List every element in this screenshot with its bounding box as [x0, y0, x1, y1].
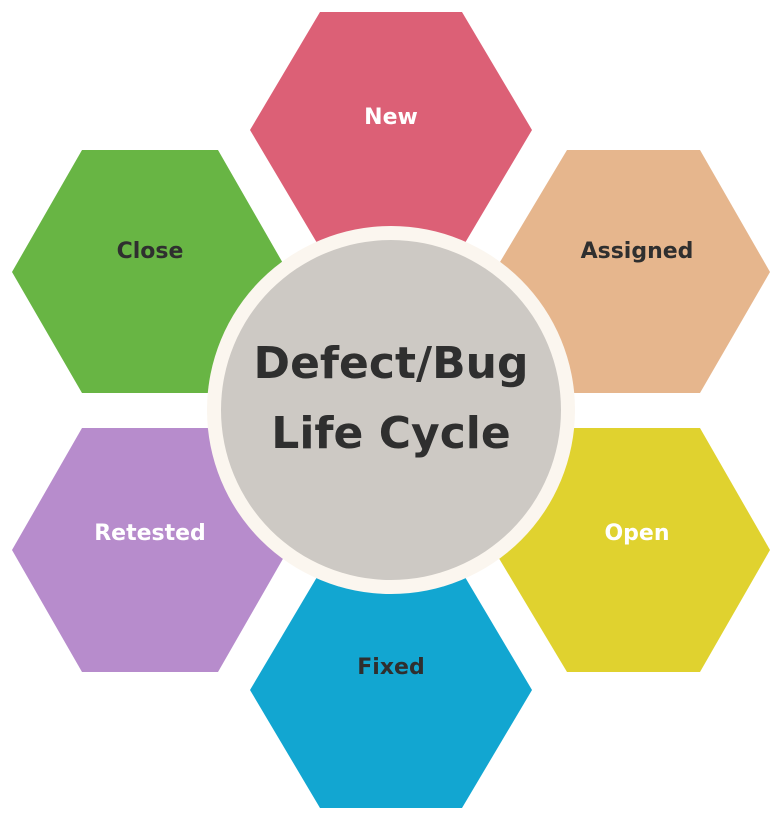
stage-label-close: Close [117, 239, 184, 264]
hexagon-assigned [494, 150, 770, 393]
hexagon-fixed [250, 572, 532, 808]
stage-open: Open [494, 428, 770, 672]
stage-assigned: Assigned [494, 150, 770, 393]
hexagon-open [494, 428, 770, 672]
hexagon-retested [12, 428, 288, 672]
stage-label-retested: Retested [94, 521, 206, 546]
stage-retested: Retested [12, 428, 288, 672]
stage-label-new: New [364, 105, 418, 130]
center-title-line1: Defect/Bug [254, 338, 529, 389]
stage-close: Close [12, 150, 288, 393]
hexagon-close [12, 150, 288, 393]
center-disc [221, 240, 561, 580]
hexagon-new [250, 12, 532, 248]
stage-fixed: Fixed [250, 572, 532, 808]
center-title-line2: Life Cycle [271, 408, 510, 459]
stage-label-fixed: Fixed [357, 655, 424, 680]
stage-label-assigned: Assigned [581, 239, 694, 264]
stage-new: New [250, 12, 532, 248]
center-hub: Defect/Bug Life Cycle [207, 226, 575, 594]
stage-label-open: Open [604, 521, 669, 546]
